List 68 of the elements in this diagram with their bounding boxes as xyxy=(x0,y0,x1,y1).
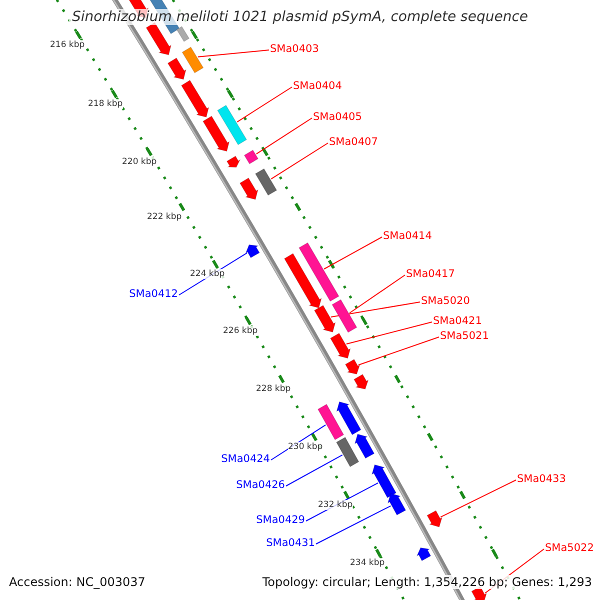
gene-block xyxy=(167,58,186,80)
gene-block xyxy=(471,586,488,600)
gene-label: SMa0404 xyxy=(293,80,342,92)
gene-label: SMa5021 xyxy=(440,330,489,342)
gene-block xyxy=(226,156,241,168)
gene-block xyxy=(202,116,230,152)
gene-block xyxy=(180,80,210,118)
gene-label: SMa0421 xyxy=(433,314,482,328)
gene-bar xyxy=(217,104,248,146)
gene-block xyxy=(344,358,360,374)
scale-label: 234 kbp xyxy=(350,558,385,568)
gene-block xyxy=(426,510,443,528)
scale-label: 226 kbp xyxy=(223,326,258,336)
gene-block xyxy=(336,401,362,436)
gene-label: SMa0405 xyxy=(313,110,362,124)
gene-block xyxy=(371,464,397,498)
gene-bar xyxy=(298,242,340,302)
gene-label: SMa0429 xyxy=(256,514,305,526)
scale-label: 228 kbp xyxy=(256,384,291,394)
gene-block xyxy=(416,547,432,562)
gene-bar xyxy=(254,168,278,196)
leader-line xyxy=(330,302,420,318)
leader-line xyxy=(197,50,270,58)
leader-line xyxy=(440,480,516,518)
gene-bar xyxy=(244,150,259,164)
gene-block xyxy=(354,434,375,459)
leader-line xyxy=(316,505,392,544)
scale-label: 216 kbp xyxy=(50,40,85,50)
gene-label: SMa0433 xyxy=(517,472,566,486)
scale-label: 222 kbp xyxy=(147,212,182,222)
scale-label: 224 kbp xyxy=(190,269,225,279)
scale-label: 220 kbp xyxy=(122,157,157,167)
leader-line xyxy=(349,274,406,314)
gene-label: SMa0414 xyxy=(383,230,432,242)
leader-line xyxy=(346,322,432,344)
gene-block xyxy=(245,244,260,258)
gene-label: SMa0407 xyxy=(329,136,378,148)
gene-bar xyxy=(336,436,360,468)
gene-label: SMa5022 xyxy=(545,542,594,554)
scale-label: 218 kbp xyxy=(88,99,123,109)
accession-text: Accession: NC_003037 xyxy=(9,575,146,589)
gene-bar xyxy=(176,26,190,42)
gene-block xyxy=(330,332,351,359)
summary-text: Topology: circular; Length: 1,354,226 bp; Genes: 1,293 xyxy=(262,575,592,589)
leader-line xyxy=(236,86,292,122)
gene-label: SMa0412 xyxy=(129,288,178,300)
gene-label: SMa0403 xyxy=(270,42,319,56)
gene-bar xyxy=(332,299,358,333)
leader-line xyxy=(358,336,440,366)
gene-label: SMa0431 xyxy=(266,536,315,550)
gene-block xyxy=(239,178,258,200)
scale-label: 232 kbp xyxy=(318,500,353,510)
gene-label: SMa0417 xyxy=(406,268,455,280)
leader-line xyxy=(270,142,328,180)
gene-label: SMa0424 xyxy=(221,452,270,466)
gene-bar xyxy=(317,404,344,440)
scale-label: 230 kbp xyxy=(288,442,323,452)
gene-block xyxy=(284,253,322,308)
leader-line xyxy=(256,118,312,154)
gene-bar xyxy=(182,46,204,74)
leader-line xyxy=(324,236,382,270)
gene-block xyxy=(146,22,172,56)
gene-label: SMa5020 xyxy=(421,294,470,308)
gene-block xyxy=(387,492,406,516)
gene-label: SMa0426 xyxy=(236,478,285,492)
gene-block xyxy=(354,374,369,390)
leader-line xyxy=(286,454,343,486)
gene-block xyxy=(314,304,336,333)
